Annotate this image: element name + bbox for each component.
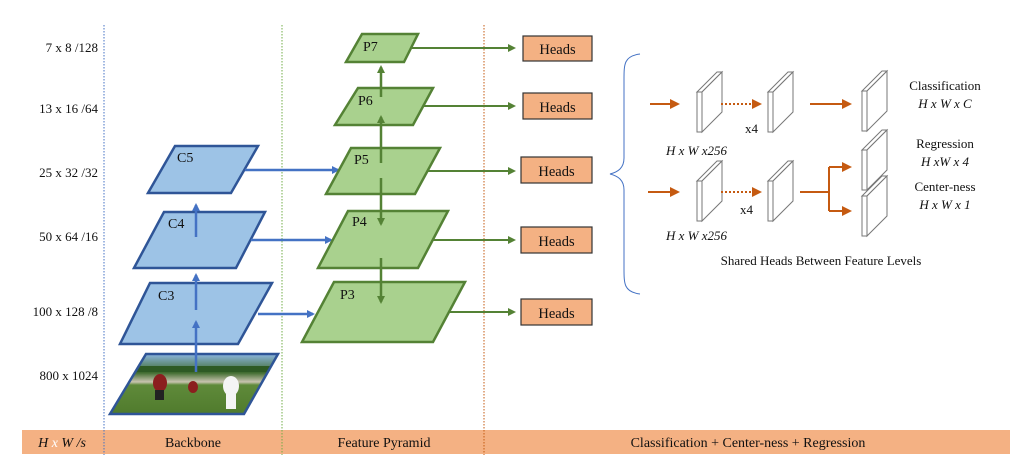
scale-label: 800 x 1024: [40, 368, 99, 383]
heads-label: Heads: [539, 42, 576, 58]
scale-label: 100 x 128 /8: [33, 304, 98, 319]
pyramid-level-label: P3: [340, 288, 355, 303]
pyramid-level-p6: [332, 86, 436, 127]
heads-label: Heads: [538, 234, 575, 250]
backbone-level-c3: [117, 281, 275, 346]
band-background: [22, 430, 1010, 454]
pyramid-level-label: P7: [363, 40, 378, 55]
shared-heads-detail: x4 H x W x256 Classification H x W x C x…: [648, 69, 981, 268]
scale-label: 13 x 16 /64: [39, 101, 98, 116]
heads-box-p3: [520, 298, 593, 326]
band-scale-header: H x W /s: [37, 436, 86, 451]
feature-map-block: [766, 70, 795, 134]
heads-box-p4: [520, 226, 593, 254]
heads-box-p6: [522, 92, 593, 120]
heads-column: Heads Heads Heads Heads Heads: [520, 35, 593, 326]
scale-label: 50 x 64 /16: [39, 229, 98, 244]
heads-label: Heads: [538, 164, 575, 180]
feature-pyramid: P7 P6 P5 P4 P3: [299, 32, 516, 344]
pyramid-level-p5: [323, 146, 443, 196]
pyramid-level-p7: [343, 32, 421, 64]
feature-map-block: [695, 159, 724, 223]
bottom-band: H x W /s Backbone Feature Pyramid Classi…: [22, 430, 1010, 454]
scale-labels: 7 x 8 /128 13 x 16 /64 25 x 32 /32 50 x …: [33, 40, 99, 383]
scale-label: 25 x 32 /32: [39, 165, 98, 180]
backbone: C3 C4 C5: [117, 144, 340, 372]
backbone-level-label: C4: [168, 217, 184, 232]
branch-split-line: [800, 167, 830, 211]
output-name-regression: Regression: [916, 136, 974, 151]
band-backbone-label: Backbone: [165, 436, 221, 451]
shared-heads-caption: Shared Heads Between Feature Levels: [721, 253, 922, 268]
pyramid-level-label: P6: [358, 94, 373, 109]
backbone-level-c4: [131, 210, 268, 270]
scale-label: 7 x 8 /128: [46, 40, 98, 55]
brace-icon: [609, 53, 641, 295]
output-shape-centerness: H x W x 1: [918, 197, 970, 212]
band-heads-label: Classification + Center-ness + Regressio…: [631, 436, 866, 451]
backbone-level-c5: [145, 144, 261, 195]
pyramid-level-label: P4: [352, 215, 367, 230]
feature-shape-top: H x W x256: [665, 143, 728, 158]
feature-map-block: [766, 159, 795, 223]
feature-shape-bottom: H x W x256: [665, 228, 728, 243]
feature-map-block: [860, 69, 889, 133]
feature-map-block: [860, 128, 889, 192]
band-pyramid-label: Feature Pyramid: [338, 436, 431, 451]
repeat-label-bottom: x4: [740, 202, 754, 217]
heads-label: Heads: [538, 306, 575, 322]
backbone-level-label: C5: [177, 151, 193, 166]
feature-map-block: [695, 70, 724, 134]
input-image: [107, 352, 281, 416]
heads-box-p7: [522, 35, 593, 62]
heads-box-p5: [520, 156, 593, 184]
output-name-centerness: Center-ness: [914, 179, 975, 194]
output-name-classification: Classification: [909, 78, 981, 93]
heads-label: Heads: [539, 100, 576, 116]
backbone-level-label: C3: [158, 289, 174, 304]
feature-map-block: [860, 174, 889, 238]
pyramid-level-p4: [315, 209, 451, 270]
pyramid-level-p3: [299, 280, 468, 344]
pyramid-level-label: P5: [354, 153, 369, 168]
repeat-label-top: x4: [745, 121, 759, 136]
output-shape-classification: H x W x C: [917, 96, 972, 111]
output-shape-regression: H xW x 4: [920, 154, 970, 169]
